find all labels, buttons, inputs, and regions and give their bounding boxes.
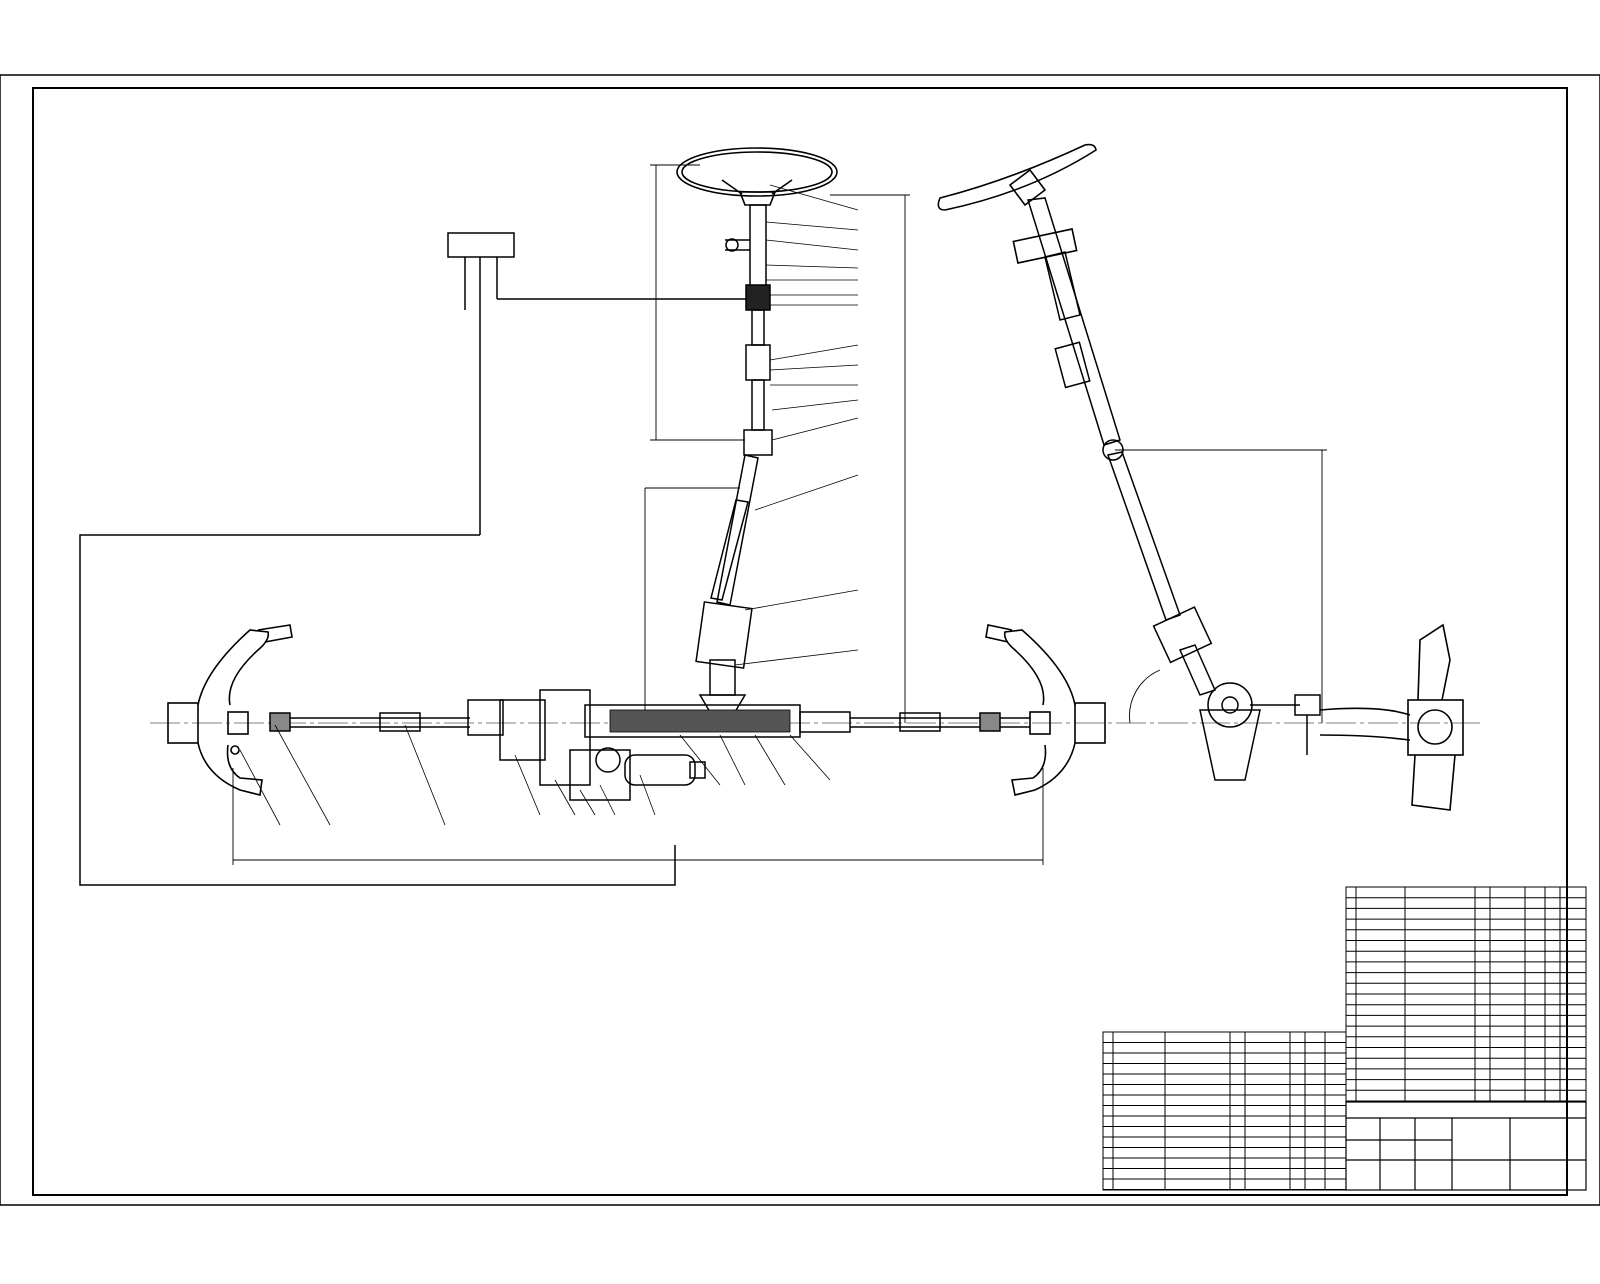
- bom-table-upper: [1345, 886, 1587, 1103]
- inner-frame: [32, 87, 1568, 1196]
- bom-table-lower: [1102, 1031, 1347, 1191]
- left-steering-knuckle: [167, 624, 293, 796]
- ecu-module: [79, 232, 760, 886]
- steering-rack-assembly: [269, 689, 1030, 801]
- steering-column-upper: [725, 204, 773, 456]
- right-steering-knuckle: [985, 624, 1106, 796]
- intermediate-shaft: [695, 454, 759, 713]
- outer-frame: [0, 74, 1600, 1206]
- dimension-lines: [232, 164, 1327, 865]
- balloon-leaders: [734, 184, 859, 666]
- steering-column-side-view: [1027, 197, 1321, 781]
- steering-wheel-side-view: [937, 143, 1097, 264]
- rack-leaders: [239, 724, 831, 826]
- steering-wheel-front-view: [676, 147, 838, 206]
- side-view-knuckle: [1319, 623, 1464, 811]
- title-block: [1345, 1101, 1587, 1191]
